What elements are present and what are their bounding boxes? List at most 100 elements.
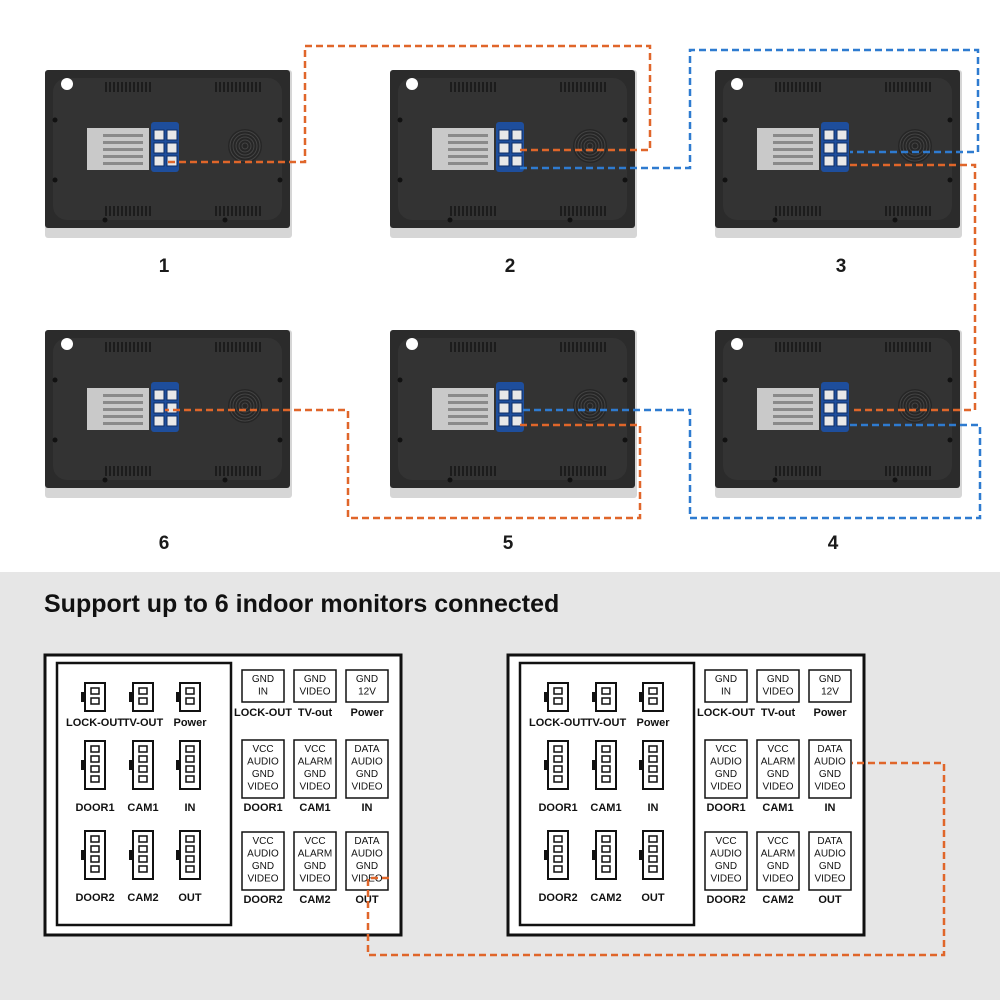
vent-slot [925,82,927,92]
vent-slot [592,206,594,216]
connector-port [498,129,510,141]
connector-label: OUT [178,892,202,904]
vent-slot [596,82,598,92]
vent-slot [109,206,111,216]
vent-slot [227,206,229,216]
sticker-text-line [103,422,143,425]
vent-slot [109,466,111,476]
hanging-hole-icon [731,78,743,90]
screw-icon [102,477,108,483]
vent-slot [466,206,468,216]
wire-3-to-4 [850,163,977,412]
speaker-ring [905,136,925,156]
monitor-4 [715,330,962,498]
terminal-pin-label: VIDEO [710,874,741,885]
connector-port [166,415,178,427]
connector-port [836,402,848,414]
vent-slot [466,82,468,92]
vent-slot [592,342,594,352]
vent-slot [141,82,143,92]
vent-slot [462,466,464,476]
connector-label: DOOR2 [75,892,114,904]
terminal-pin-label: GND [304,769,326,780]
vent-slot [584,466,586,476]
terminal-box [808,669,852,703]
connector-pin [648,855,658,863]
connector-latch [544,692,548,702]
vent-slot [584,82,586,92]
vent-slot [584,206,586,216]
connector-icon [592,830,617,880]
vent-slot [117,342,119,352]
vent-slot [239,342,241,352]
hanging-hole-icon [61,78,73,90]
connector-pin [601,775,611,783]
terminal-label: IN [825,802,836,814]
vent-slot [223,342,225,352]
vent-slot [811,82,813,92]
vent-slot [803,206,805,216]
terminal-pin-label: VIDEO [247,782,278,793]
speaker-ring [238,399,252,413]
vent-slot [259,342,261,352]
connector-pin [90,865,100,873]
vent-slot [600,342,602,352]
vent-slot [580,82,582,92]
terminal-pin-label: GND [356,674,378,685]
connector-outline [547,682,569,712]
vent-slot [239,466,241,476]
sticker-text-line [448,148,488,151]
vent-slot [474,466,476,476]
vent-slot [815,466,817,476]
vent-slot [251,82,253,92]
connector-port [836,155,848,167]
sticker-text-line [773,148,813,151]
vent-slot [215,342,217,352]
vent-slot [259,466,261,476]
terminal-label: DOOR2 [243,894,282,906]
sticker-text-line [448,408,488,411]
vent-slot [235,206,237,216]
connector-pin [138,855,148,863]
vent-slot [893,342,895,352]
terminal-pin-label: DATA [817,836,843,847]
vent-slot [219,466,221,476]
connector-pin [553,775,563,783]
vent-slot [227,342,229,352]
screw-icon [397,177,403,183]
connector-pin [601,687,611,695]
vent-slot [486,82,488,92]
connector-label: DOOR2 [538,892,577,904]
vent-slot [490,206,492,216]
screw-icon [947,177,953,183]
connector-label: IN [648,802,659,814]
connector-outline [642,682,664,712]
terminal-pin-label: VIDEO [814,782,845,793]
vent-slot [819,82,821,92]
connector-label: IN [185,802,196,814]
vent-slot [779,466,781,476]
speaker-ring [577,133,603,159]
connector-latch [544,760,548,770]
sticker-text-line [448,134,488,137]
vent-slot [925,466,927,476]
connector-pin [553,845,563,853]
connector-port [823,389,835,401]
vent-slot [600,82,602,92]
vent-slot [917,466,919,476]
vent-slot [568,206,570,216]
sticker-text-line [773,422,813,425]
sticker-text-line [448,422,488,425]
connector-port [153,402,165,414]
connector-pin [138,755,148,763]
vent-slot [259,82,261,92]
connector-pin [648,865,658,873]
terminal-pin-label: VCC [304,836,325,847]
vent-slot [929,82,931,92]
vent-slot [121,342,123,352]
connector-icon [592,682,617,712]
vent-slot [799,466,801,476]
vent-slot [231,82,233,92]
connector-label: LOCK-OUT [66,717,124,729]
